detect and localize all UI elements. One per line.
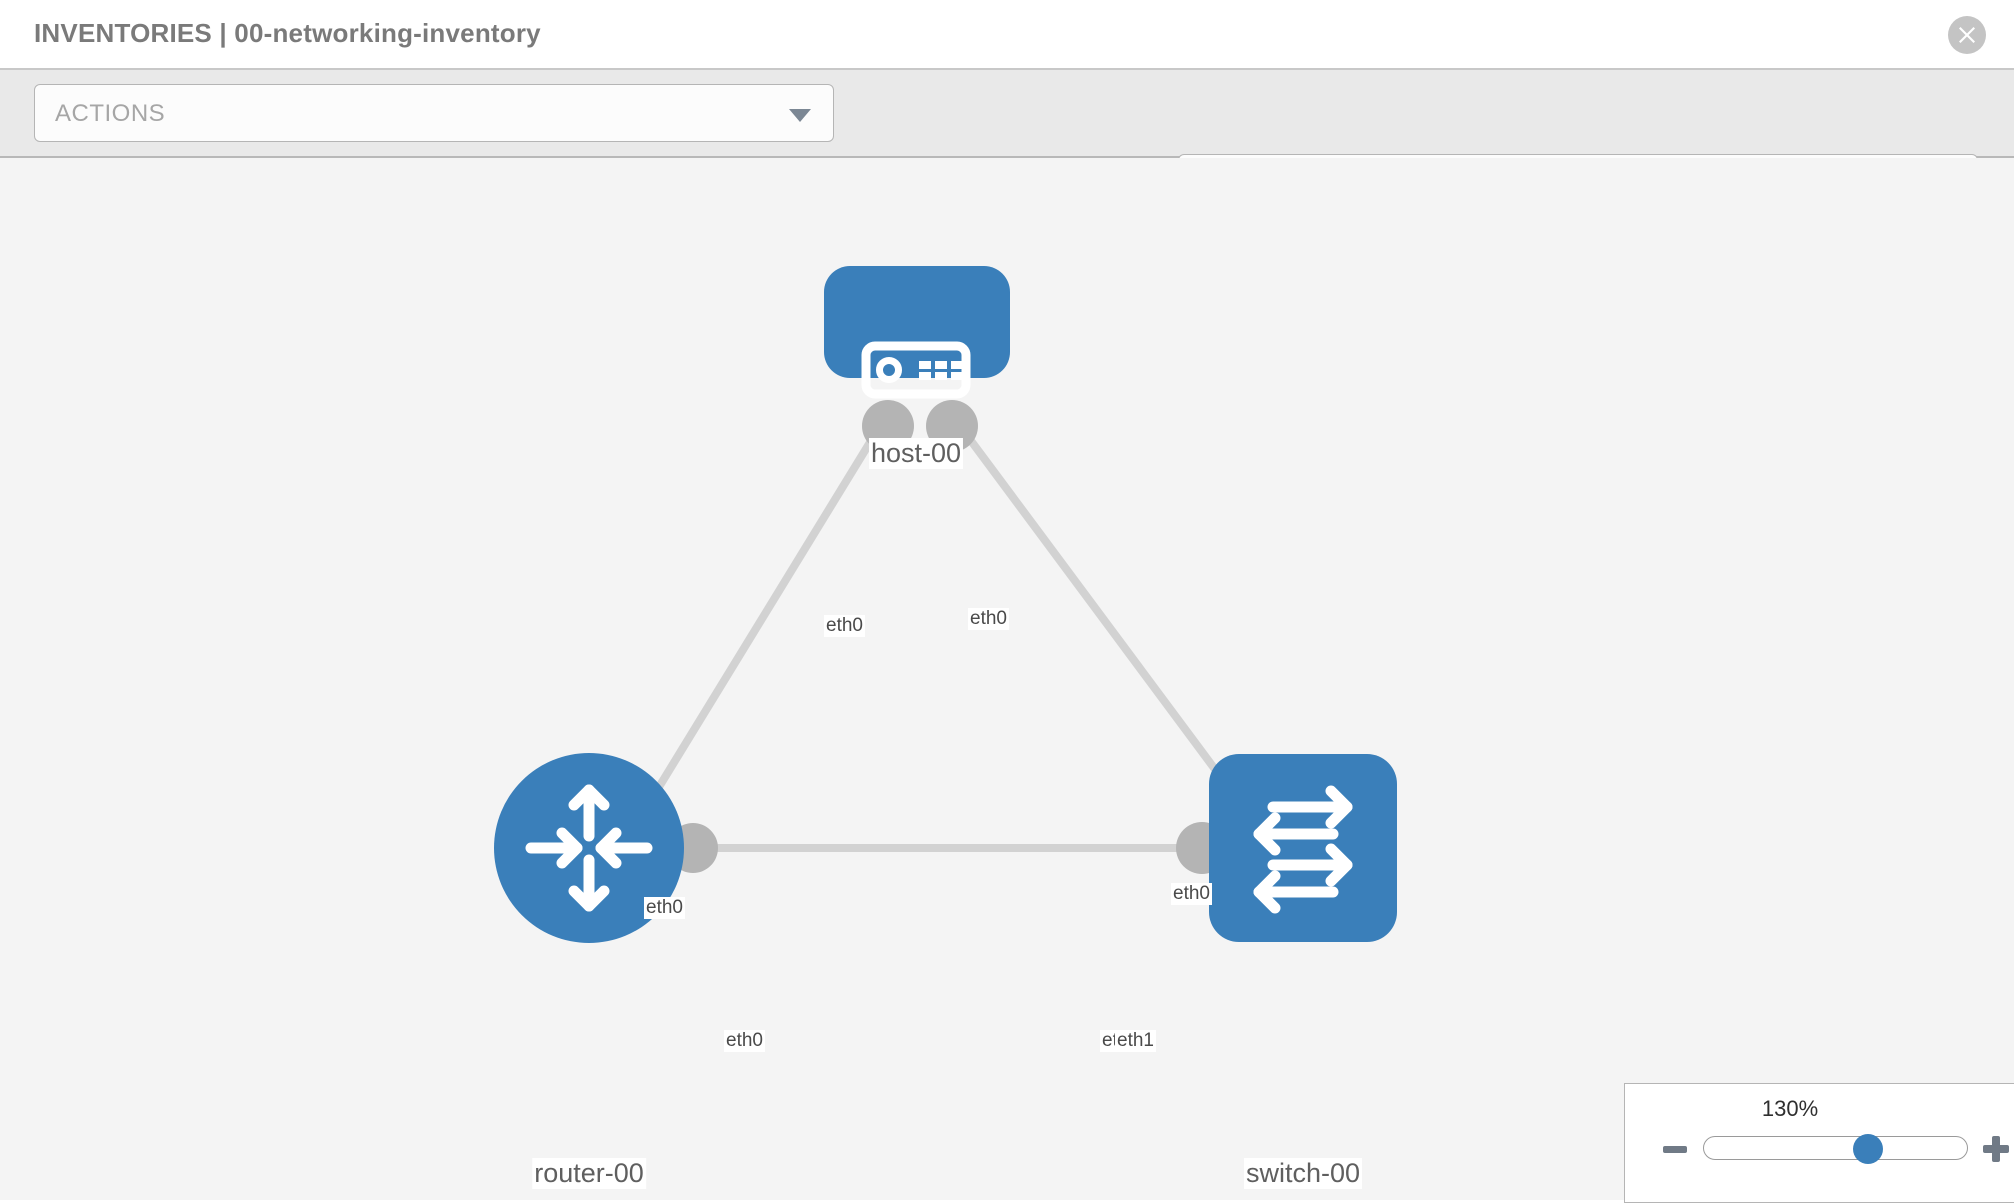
actions-dropdown[interactable]: ACTIONS	[34, 84, 834, 142]
switch-arrows-icon	[1253, 785, 1353, 914]
topology-graph	[494, 266, 1397, 943]
server-icon	[861, 341, 971, 399]
topology-ports	[668, 400, 1261, 874]
link-host00-router00[interactable]	[636, 423, 884, 821]
node-label-switch-00: switch-00	[1243, 1158, 1363, 1189]
chevron-down-icon	[789, 109, 811, 122]
minus-icon[interactable]	[1663, 1146, 1687, 1153]
node-host-00[interactable]	[824, 266, 1010, 399]
node-host-00-shape[interactable]	[824, 266, 1010, 378]
zoom-control-panel: 130%	[1624, 1083, 2014, 1203]
zoom-slider-track[interactable]	[1703, 1136, 1968, 1160]
node-router-00-shape[interactable]	[494, 753, 684, 943]
actions-dropdown-label: ACTIONS	[55, 100, 166, 127]
node-router-00[interactable]	[494, 753, 684, 943]
iface-label-switch00-eth1: eth1	[1115, 1030, 1156, 1052]
iface-label-host00-eth0-left: eth0	[824, 615, 865, 637]
node-switch-00-shape[interactable]	[1209, 754, 1397, 942]
iface-label-router00-eth0: eth0	[724, 1030, 765, 1052]
topology-links	[636, 423, 1244, 852]
zoom-slider-handle[interactable]	[1853, 1134, 1883, 1164]
close-icon[interactable]	[1948, 16, 1986, 54]
node-switch-00[interactable]	[1209, 754, 1397, 942]
iface-label-switch00-eth0-uplink: eth0	[1171, 883, 1212, 905]
toolbar: ACTIONS SEARCH	[0, 70, 2014, 212]
link-host00-switch00[interactable]	[956, 423, 1244, 806]
router-arrows-icon	[525, 784, 653, 912]
title-bar: INVENTORIES | 00-networking-inventory	[0, 0, 2014, 70]
plus-icon[interactable]	[1983, 1136, 2009, 1162]
page-title: INVENTORIES | 00-networking-inventory	[34, 18, 541, 48]
node-label-router-00: router-00	[532, 1158, 646, 1189]
node-label-host-00: host-00	[868, 438, 964, 469]
iface-label-host00-eth0-right: eth0	[968, 608, 1009, 630]
topology-canvas[interactable]: host-00 router-00 switch-00 eth0 eth0 et…	[0, 158, 2014, 1200]
zoom-level-value: 130%	[1761, 1096, 1819, 1121]
iface-label-router00-eth0-uplink: eth0	[644, 897, 685, 919]
